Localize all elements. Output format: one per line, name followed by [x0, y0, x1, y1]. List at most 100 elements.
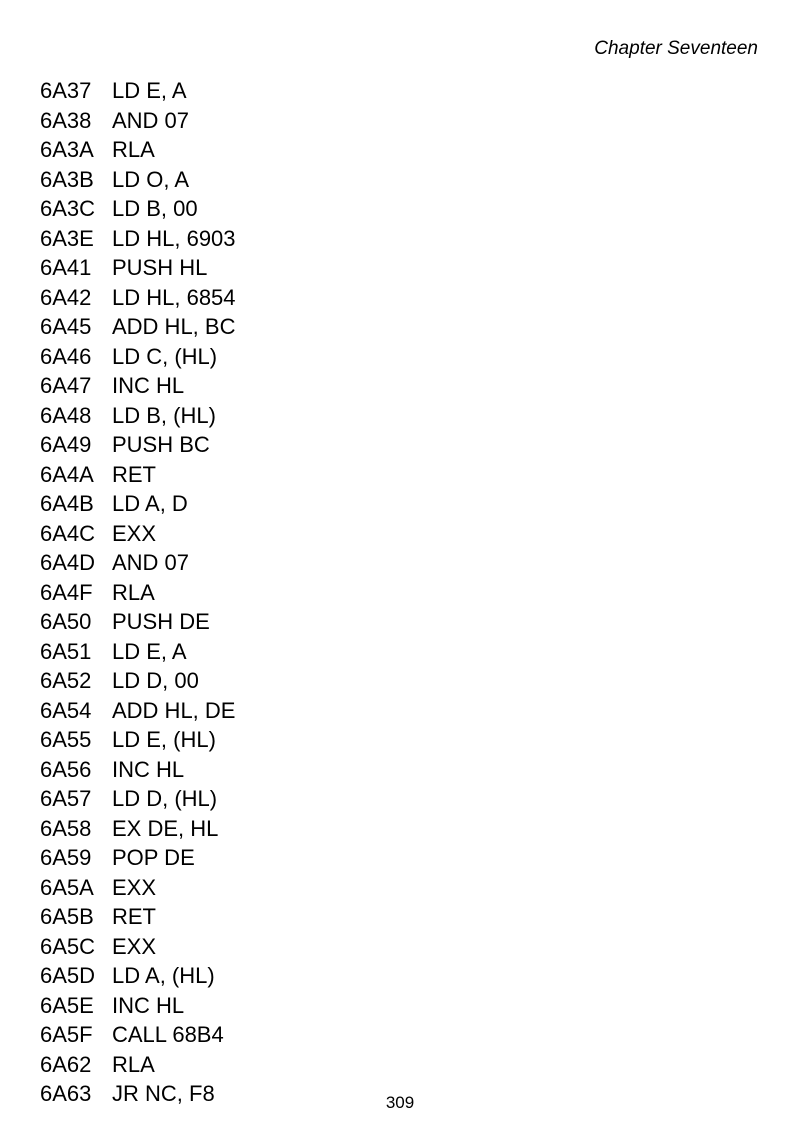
address: 6A46: [40, 343, 92, 369]
instruction: RLA: [112, 579, 155, 605]
address: 6A50: [40, 609, 92, 634]
listing-line: 6A3E LD HL, 6903: [40, 224, 236, 254]
address: 6A59: [40, 845, 92, 870]
chapter-header: Chapter Seventeen: [594, 38, 758, 59]
listing-line: 6A46 LD C, (HL): [40, 342, 236, 372]
instruction: LD D, (HL): [112, 786, 218, 811]
address: 6A55: [40, 727, 92, 752]
listing-line: 6A4A RET: [40, 460, 236, 490]
address: 6A54: [40, 697, 92, 723]
instruction: LD E, A: [112, 78, 187, 103]
instruction: LD A, (HL): [112, 963, 215, 988]
listing-line: 6A5F CALL 68B4: [40, 1020, 236, 1050]
address: 6A3B: [40, 166, 94, 192]
listing-line: 6A56 INC HL: [40, 755, 236, 785]
instruction: INC HL: [112, 992, 185, 1018]
address: 6A45: [40, 314, 92, 339]
address: 6A47: [40, 373, 92, 398]
address: 6A4D: [40, 550, 96, 575]
address: 6A4A: [40, 461, 94, 487]
instruction: LD E, (HL): [112, 727, 216, 752]
instruction: RET: [112, 904, 156, 929]
listing-line: 6A4D AND 07: [40, 548, 236, 578]
address: 6A5F: [40, 1022, 93, 1047]
address: 6A49: [40, 432, 92, 457]
listing-line: 6A4B LD A, D: [40, 489, 236, 519]
listing-line: 6A55 LD E, (HL): [40, 725, 236, 755]
instruction: RET: [112, 461, 156, 487]
instruction: RLA: [112, 137, 155, 162]
address: 6A3C: [40, 196, 96, 221]
instruction: LD A, D: [112, 491, 188, 516]
instruction: ADD HL, DE: [112, 697, 236, 723]
address: 6A41: [40, 255, 92, 280]
listing-line: 6A50 PUSH DE: [40, 607, 236, 637]
listing-line: 6A59 POP DE: [40, 843, 236, 873]
instruction: LD D, 00: [112, 668, 199, 693]
address: 6A3E: [40, 225, 94, 251]
instruction: INC HL: [112, 756, 185, 782]
instruction: LD E, A: [112, 638, 187, 664]
address: 6A5A: [40, 874, 94, 900]
listing-line: 6A62 RLA: [40, 1050, 236, 1080]
address: 6A5C: [40, 933, 96, 959]
address: 6A62: [40, 1051, 92, 1077]
instruction: LD HL, 6854: [112, 284, 236, 310]
instruction: INC HL: [112, 373, 185, 398]
listing-line: 6A4F RLA: [40, 578, 236, 608]
instruction: LD B, 00: [112, 196, 198, 221]
listing-line: 6A5D LD A, (HL): [40, 961, 236, 991]
listing-line: 6A5C EXX: [40, 932, 236, 962]
address: 6A48: [40, 402, 92, 428]
instruction: LD C, (HL): [112, 343, 218, 369]
instruction: AND 07: [112, 107, 190, 133]
page-number: 309: [385, 1093, 415, 1112]
instruction: LD HL, 6903: [112, 225, 236, 251]
address: 6A52: [40, 668, 92, 693]
instruction: RLA: [112, 1051, 155, 1077]
instruction: CALL 68B4: [112, 1022, 224, 1047]
listing-line: 6A63 JR NC, F8: [40, 1079, 236, 1109]
instruction: PUSH DE: [112, 609, 210, 634]
instruction: AND 07: [112, 550, 190, 575]
listing-line: 6A48 LD B, (HL): [40, 401, 236, 431]
address: 6A58: [40, 815, 92, 841]
instruction: LD O, A: [112, 166, 190, 192]
address: 6A3A: [40, 137, 94, 162]
address: 6A51: [40, 638, 92, 664]
instruction: POP DE: [112, 845, 195, 870]
instruction: LD B, (HL): [112, 402, 216, 428]
listing-line: 6A57 LD D, (HL): [40, 784, 236, 814]
listing-line: 6A51 LD E, A: [40, 637, 236, 667]
address: 6A56: [40, 756, 92, 782]
instruction: ADD HL, BC: [112, 314, 236, 339]
instruction: JR NC, F8: [112, 1081, 215, 1106]
instruction: EX DE, HL: [112, 815, 219, 841]
listing-line: 6A42 LD HL, 6854: [40, 283, 236, 313]
listing-line: 6A3C LD B, 00: [40, 194, 236, 224]
instruction: EXX: [112, 933, 157, 959]
listing-line: 6A5B RET: [40, 902, 236, 932]
address: 6A63: [40, 1081, 92, 1106]
address: 6A38: [40, 107, 92, 133]
listing-line: 6A41 PUSH HL: [40, 253, 236, 283]
address: 6A57: [40, 786, 92, 811]
address: 6A5D: [40, 963, 96, 988]
address: 6A4C: [40, 520, 96, 546]
listing-line: 6A3A RLA: [40, 135, 236, 165]
instruction: PUSH HL: [112, 255, 208, 280]
listing-line: 6A38 AND 07: [40, 106, 236, 136]
instruction: PUSH BC: [112, 432, 210, 457]
address: 6A4F: [40, 579, 93, 605]
listing-line: 6A45 ADD HL, BC: [40, 312, 236, 342]
address: 6A5B: [40, 904, 94, 929]
listing-line: 6A49 PUSH BC: [40, 430, 236, 460]
address: 6A4B: [40, 491, 94, 516]
listing-line: 6A52 LD D, 00: [40, 666, 236, 696]
address: 6A42: [40, 284, 92, 310]
